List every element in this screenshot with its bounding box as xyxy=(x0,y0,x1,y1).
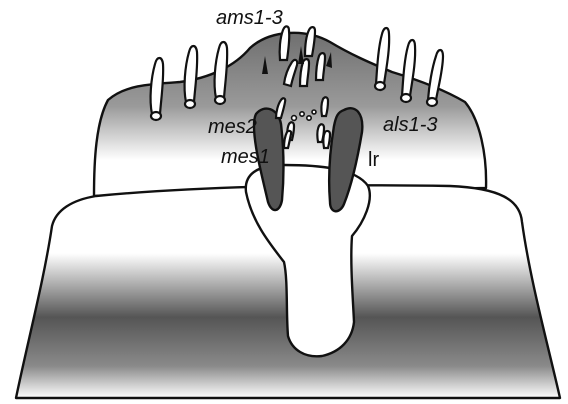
seta-socket-right-1 xyxy=(375,82,385,90)
seta-left-3 xyxy=(215,42,228,98)
label-ams: ams1-3 xyxy=(216,7,283,29)
label-mes1: mes1 xyxy=(221,146,270,168)
seta-mes1-2 xyxy=(323,131,330,148)
label-als: als1-3 xyxy=(383,114,437,136)
seta-socket-right-2 xyxy=(401,94,411,102)
seta-socket-right-3 xyxy=(427,98,437,106)
seta-ams-2 xyxy=(305,27,315,56)
seta-socket-left-2 xyxy=(185,100,195,108)
seta-left-2 xyxy=(185,46,198,102)
seta-left-1 xyxy=(151,58,164,114)
label-lr: lr xyxy=(368,149,379,171)
label-mes2: mes2 xyxy=(208,116,257,138)
seta-socket-left-1 xyxy=(151,112,161,120)
seta-mes2-2 xyxy=(321,97,328,116)
seta-ams-1 xyxy=(280,26,290,60)
pore-1 xyxy=(292,116,297,121)
seta-socket-left-3 xyxy=(215,96,225,104)
pore-3 xyxy=(307,116,311,120)
pore-2 xyxy=(300,112,304,116)
pore-4 xyxy=(312,110,316,114)
